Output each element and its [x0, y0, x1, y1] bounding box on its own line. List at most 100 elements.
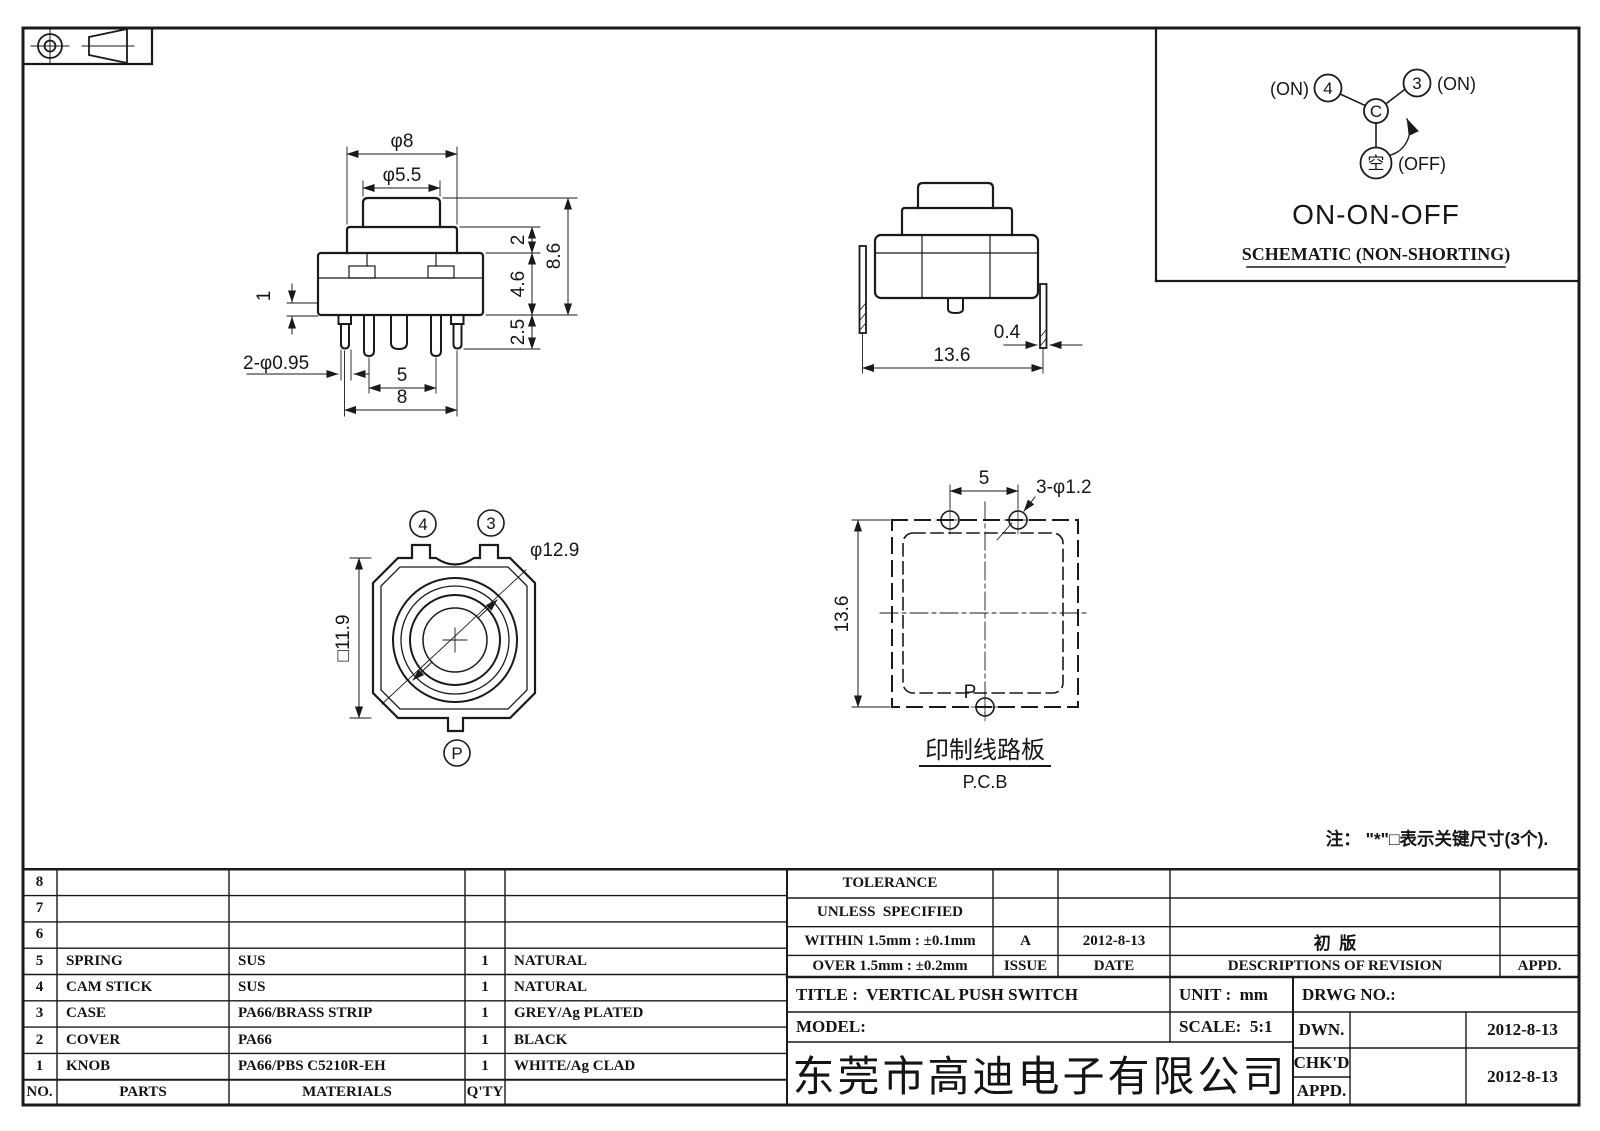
header-materials: MATERIALS — [302, 1084, 392, 1100]
dim-knob-dia: φ8 — [391, 131, 414, 152]
dim-total-height: 8.6 — [544, 243, 565, 269]
schematic-on-right: (ON) — [1437, 74, 1476, 94]
part-qty: 1 — [481, 978, 489, 995]
schematic-panel: (ON) 4 3 (ON) C 空 (OFF) ON-ON-OFF SCHEMA… — [1154, 26, 1581, 283]
drawing-title: TITLE : VERTICAL PUSH SWITCH — [796, 984, 1079, 1004]
pcb-centerlines — [879, 501, 1091, 715]
rotation-arrow-icon — [1390, 118, 1419, 156]
dim-holes: 3-φ1.2 — [1036, 477, 1092, 498]
dim-cover-height: 2 — [508, 235, 529, 246]
pcb-p-label: P — [964, 682, 977, 703]
part-material: PA66 — [238, 1031, 272, 1048]
part-name: CAM STICK — [66, 978, 153, 995]
schematic-common: C — [1370, 102, 1382, 121]
table-grid — [21, 868, 1581, 1106]
top-inner-outline — [380, 566, 528, 710]
dim-pin-span: 8 — [397, 387, 408, 408]
header-qty: Q'TY — [466, 1084, 504, 1100]
schematic-circuit — [1313, 68, 1432, 180]
cone-projection-icon — [81, 27, 135, 65]
part-qty: 1 — [481, 1057, 489, 1074]
side-dimensions — [862, 332, 1083, 374]
side-details — [874, 234, 1039, 299]
pcb-view: 5 3-φ1.2 13.6 P 印制线路板 P.C.B — [832, 468, 1092, 792]
part-material: SUS — [238, 978, 266, 995]
part-material: PA66/PBS C5210R-EH — [238, 1057, 386, 1074]
schematic-pin3: 3 — [1412, 74, 1421, 93]
header-parts: PARTS — [119, 1084, 167, 1100]
part-no: 6 — [35, 925, 44, 942]
pcb-dimensions — [851, 484, 1036, 708]
part-qty: 1 — [481, 1031, 489, 1048]
part-no: 3 — [35, 1004, 44, 1021]
issue-value: A — [1020, 932, 1031, 949]
tolerance-over: OVER 1.5mm : ±0.2mm — [812, 957, 968, 974]
model-label: MODEL: — [796, 1017, 866, 1036]
dim-hole-pitch: 5 — [979, 468, 990, 489]
key-dimension-note: 注： "*"□表示关键尺寸(3个). — [1326, 829, 1549, 849]
part-name: KNOB — [66, 1057, 111, 1074]
scale-label: SCALE: 5:1 — [1179, 1017, 1273, 1036]
top-dimensions — [349, 557, 527, 719]
projection-symbol — [21, 26, 154, 66]
top-circles — [392, 577, 518, 703]
part-finish: NATURAL — [514, 978, 588, 995]
part-no: 8 — [35, 873, 44, 890]
part-no: 5 — [35, 952, 44, 969]
schematic-mode: ON-ON-OFF — [1292, 199, 1460, 230]
part-finish: NATURAL — [514, 952, 588, 969]
dwn-date: 2012-8-13 — [1487, 1020, 1558, 1039]
top-outline — [371, 543, 537, 733]
front-dimensions — [246, 146, 578, 417]
tolerance-within: WITHIN 1.5mm : ±0.1mm — [804, 932, 976, 949]
schematic-empty-pos: 空 — [1368, 154, 1385, 173]
part-name: SPRING — [66, 952, 123, 969]
dim-flange-height: 1 — [254, 291, 275, 302]
terminal-p-label: P — [451, 744, 462, 763]
revision-description: 初 版 — [1313, 933, 1357, 953]
front-details — [317, 252, 484, 279]
top-view: 4 3 P φ12.9 □11.9 — [333, 509, 579, 767]
part-no: 1 — [35, 1057, 44, 1074]
terminal-3-label: 3 — [486, 514, 495, 533]
side-view: 0.4 13.6 — [858, 181, 1083, 374]
pcb-label-en: P.C.B — [963, 772, 1008, 792]
part-no: 7 — [35, 899, 44, 916]
dim-pin-dia: 2-φ0.95 — [243, 353, 309, 374]
part-no: 4 — [35, 978, 44, 995]
schematic-off: (OFF) — [1398, 154, 1446, 174]
date-label: DATE — [1093, 957, 1135, 974]
dim-leg-span: 13.6 — [934, 345, 971, 366]
dim-body-height: 4.6 — [508, 271, 529, 297]
part-finish: GREY/Ag PLATED — [514, 1004, 644, 1021]
header-no: NO. — [26, 1084, 53, 1100]
revision-date: 2012-8-13 — [1082, 932, 1146, 949]
dwn-label: DWN. — [1298, 1020, 1345, 1039]
part-qty: 1 — [481, 1004, 489, 1021]
issue-label: ISSUE — [1003, 957, 1048, 974]
chkd-date: 2012-8-13 — [1487, 1066, 1558, 1086]
target-icon — [30, 28, 70, 64]
side-outline — [873, 181, 1040, 315]
dim-pin-height: 2.5 — [508, 319, 529, 345]
sheet-border — [21, 26, 1581, 1107]
part-name: COVER — [66, 1031, 121, 1048]
part-name: CASE — [66, 1004, 107, 1021]
terminal-4-label: 4 — [418, 515, 427, 534]
dim-leg-thickness: 0.4 — [994, 322, 1021, 343]
company-name: 东莞市高迪电子有限公司 — [792, 1053, 1288, 1100]
schematic-pin4: 4 — [1323, 79, 1332, 98]
appd-label: APPD. — [1296, 1081, 1347, 1100]
dim-square: □11.9 — [333, 614, 354, 661]
top-terminals — [409, 509, 505, 767]
revision-header: DESCRIPTIONS OF REVISION — [1227, 957, 1443, 974]
appd-header: APPD. — [1517, 957, 1562, 974]
tolerance-title: TOLERANCE — [842, 875, 938, 891]
schematic-caption: SCHEMATIC (NON-SHORTING) — [1242, 244, 1511, 265]
pcb-holes — [935, 505, 1033, 722]
pcb-label-cn: 印制线路板 — [925, 737, 1045, 764]
part-material: PA66/BRASS STRIP — [238, 1004, 373, 1021]
tolerance-subtitle: UNLESS SPECIFIED — [817, 904, 963, 920]
